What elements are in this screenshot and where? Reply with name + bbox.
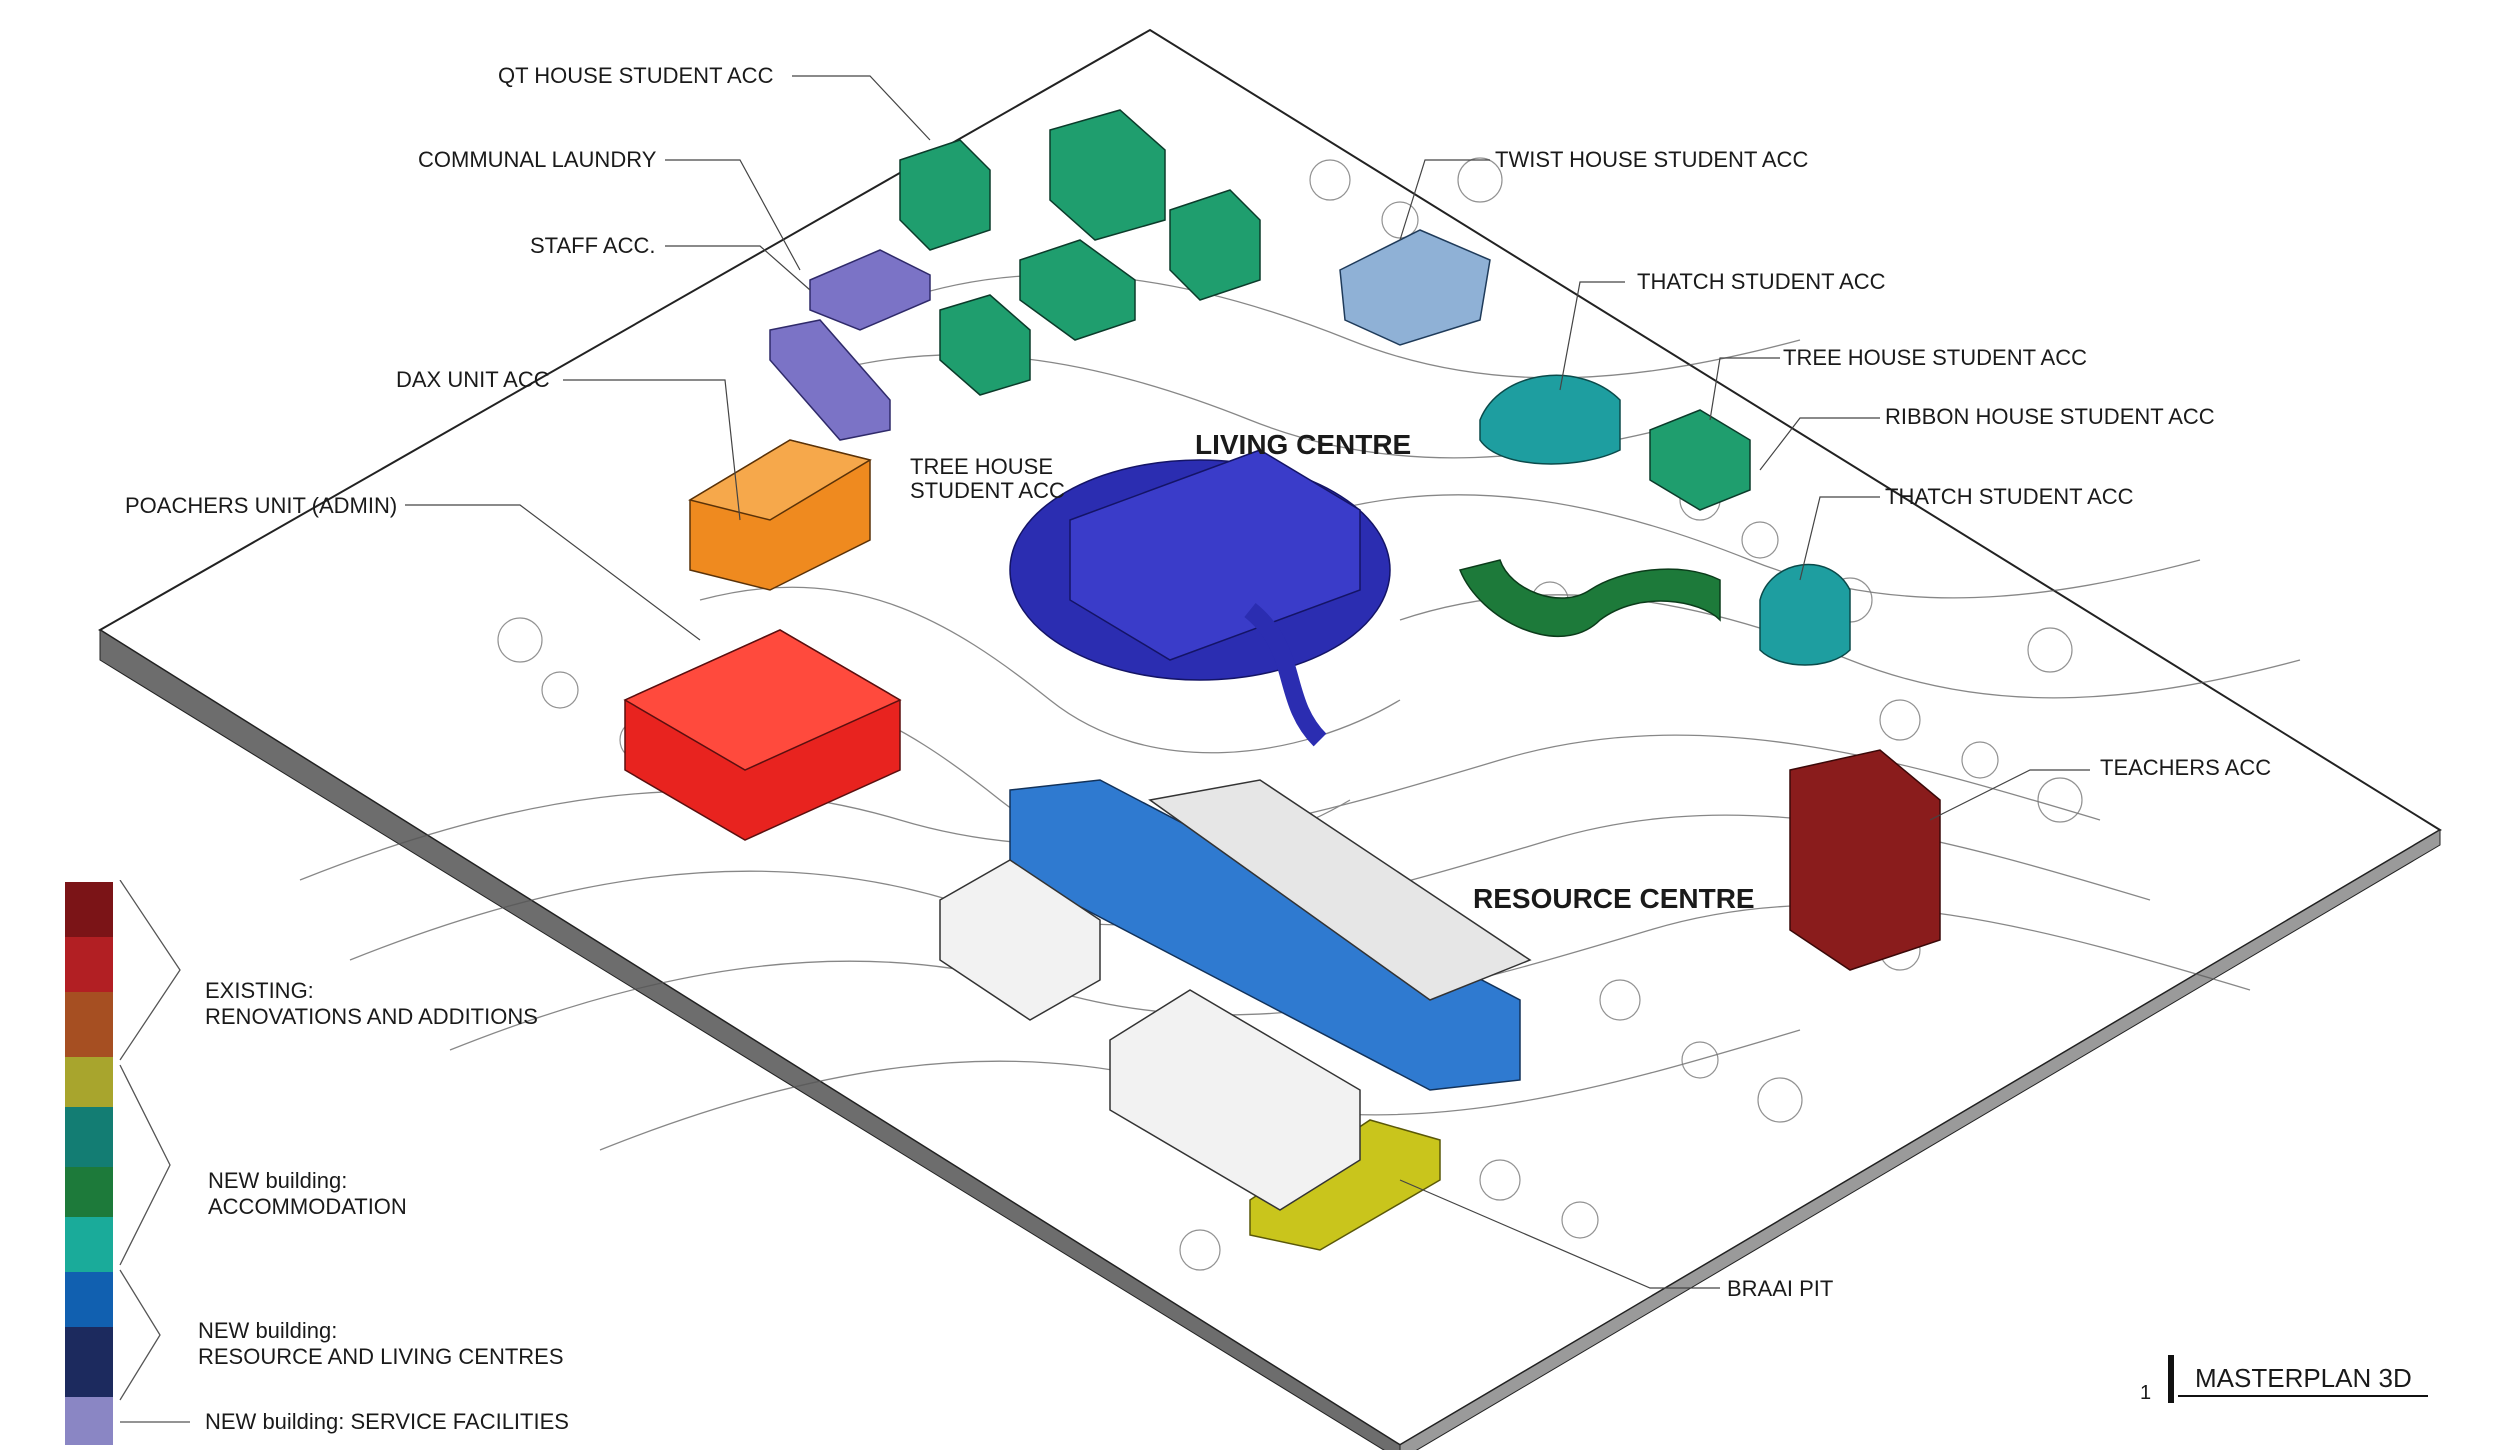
braai-pit-structure xyxy=(1249,1119,1441,1251)
label-teachers-acc: TEACHERS ACC xyxy=(2100,755,2272,780)
label-poachers-unit: POACHERS UNIT (ADMIN) xyxy=(125,493,398,518)
legend-swatch xyxy=(65,1107,113,1167)
title-marker xyxy=(2168,1355,2174,1403)
title-underline xyxy=(2178,1395,2428,1397)
legend-accommodation-desc: ACCOMMODATION xyxy=(208,1194,407,1220)
label-qt-house: QT HOUSE STUDENT ACC xyxy=(498,63,774,88)
legend-brackets xyxy=(119,880,190,1423)
label-tree-house-left: TREE HOUSE STUDENT ACC xyxy=(910,454,1065,504)
legend-accommodation: NEW building: ACCOMMODATION xyxy=(208,1168,407,1221)
label-thatch-2: THATCH STUDENT ACC xyxy=(1885,484,2134,509)
label-communal-laundry: COMMUNAL LAUNDRY xyxy=(418,147,657,172)
legend-swatch xyxy=(65,992,113,1057)
label-twist-house: TWIST HOUSE STUDENT ACC xyxy=(1495,147,1809,172)
label-dax-unit: DAX UNIT ACC xyxy=(396,367,550,392)
drawing-number: 1 xyxy=(2140,1382,2152,1404)
leader-lines xyxy=(405,75,2090,1289)
legend-swatch xyxy=(65,1057,113,1107)
resource-centre-building xyxy=(1009,779,1532,1091)
label-braai-pit: BRAAI PIT xyxy=(1727,1276,1834,1301)
label-thatch-1: THATCH STUDENT ACC xyxy=(1637,269,1886,294)
tree-house-right-building xyxy=(1649,409,1751,511)
legend-swatch xyxy=(65,1397,113,1445)
teachers-accommodation-building xyxy=(1789,749,1941,971)
legend-swatch xyxy=(65,1217,113,1272)
legend-existing-desc: RENOVATIONS AND ADDITIONS xyxy=(205,1004,538,1030)
living-centre-building xyxy=(1009,449,1391,747)
label-ribbon-house: RIBBON HOUSE STUDENT ACC xyxy=(1885,404,2215,429)
site-platform-side xyxy=(1399,829,2441,1455)
service-buildings xyxy=(939,859,1361,1211)
poachers-unit-building xyxy=(623,629,902,841)
legend-service: NEW building: SERVICE FACILITIES xyxy=(205,1409,569,1434)
legend-centres-desc: RESOURCE AND LIVING CENTRES xyxy=(198,1344,564,1370)
thatch-student-building-2 xyxy=(1759,563,1851,666)
thatch-student-building-1 xyxy=(1479,374,1621,465)
legend-centres-title: NEW building: xyxy=(198,1318,338,1343)
label-living-centre: LIVING CENTRE xyxy=(1195,429,1412,460)
legend-swatch xyxy=(65,937,113,992)
label-staff-acc: STAFF ACC. xyxy=(530,233,656,258)
legend-swatch xyxy=(65,882,113,937)
twist-house-building xyxy=(1339,229,1491,346)
drawing-title: MASTERPLAN 3D xyxy=(2195,1363,2412,1393)
legend-swatch xyxy=(65,1327,113,1397)
label-resource-centre: RESOURCE CENTRE xyxy=(1473,883,1755,914)
legend-existing: EXISTING: RENOVATIONS AND ADDITIONS xyxy=(205,978,538,1031)
staff-accommodation-buildings xyxy=(769,249,931,441)
legend-existing-title: EXISTING: xyxy=(205,978,314,1003)
qt-house-buildings xyxy=(899,109,1261,396)
legend-swatch xyxy=(65,1167,113,1217)
legend-accommodation-title: NEW building: xyxy=(208,1168,348,1193)
legend-centres: NEW building: RESOURCE AND LIVING CENTRE… xyxy=(198,1318,564,1371)
ribbon-house-building xyxy=(1458,559,1721,638)
label-tree-house-right: TREE HOUSE STUDENT ACC xyxy=(1783,345,2087,370)
legend-swatch xyxy=(65,1272,113,1327)
